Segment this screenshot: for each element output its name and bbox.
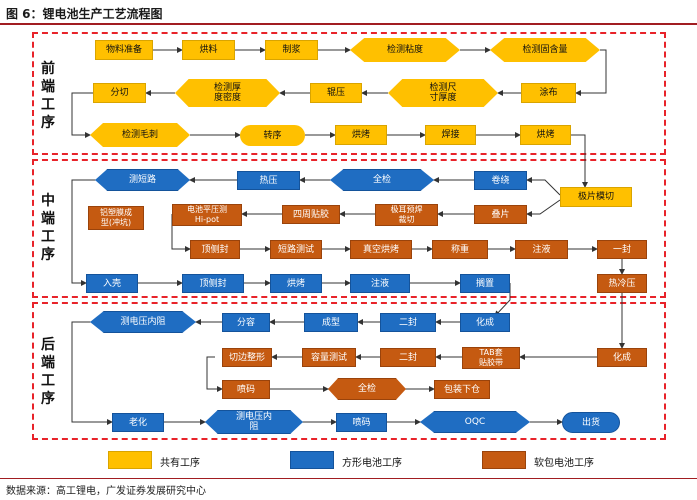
- four-side-tape-step: 四周贴胶: [282, 205, 340, 224]
- winding-step: 卷绕: [474, 171, 527, 190]
- front-end-label: 前 端 工 序: [41, 61, 55, 131]
- second-seal-square-step: 二封: [380, 313, 436, 332]
- hot-press-step: 热压: [237, 171, 300, 190]
- oqc-step: OQC: [420, 411, 530, 433]
- electrolyte-fill-soft-step: 注液: [515, 240, 568, 259]
- capacity-test-step: 容量测试: [302, 348, 356, 367]
- back-end-section: [32, 302, 666, 440]
- front-end-section: [32, 32, 666, 155]
- first-seal-step: 一封: [597, 240, 647, 259]
- transfer-step: 转序: [240, 125, 305, 146]
- shipment-step: 出货: [562, 412, 620, 433]
- bake-front-2-step: 烘烤: [520, 125, 571, 145]
- legend-shared-label: 共有工序: [160, 458, 200, 469]
- baking-material-step: 烘料: [182, 40, 235, 60]
- middle-end-section: [32, 159, 666, 298]
- slurry-step: 制浆: [265, 40, 318, 60]
- top-side-seal-square-step: 顶侧封: [182, 274, 244, 293]
- resting-step: 搁置: [460, 274, 510, 293]
- shaping-step: 成型: [304, 313, 358, 332]
- thickness-density-test-step: 检测厚 度密度: [175, 79, 280, 107]
- middle-end-label: 中 端 工 序: [41, 193, 55, 263]
- inkjet-final-step: 喷码: [336, 413, 387, 432]
- electrolyte-fill-square-step: 注液: [350, 274, 410, 293]
- capacity-grading-step: 分容: [222, 313, 270, 332]
- legend-soft-swatch: [482, 451, 526, 469]
- voltage-resistance-test-step: 测电压内阻: [90, 311, 196, 333]
- source-divider: [0, 478, 697, 479]
- legend-square-swatch: [290, 451, 334, 469]
- bake-mid-step: 烘烤: [270, 274, 322, 293]
- full-check-mid-step: 全检: [330, 169, 434, 191]
- vacuum-bake-step: 真空烘烤: [350, 240, 412, 259]
- edge-trim-step: 切边整形: [222, 348, 272, 367]
- legend-square-label: 方形电池工序: [342, 458, 402, 469]
- inkjet-back-step: 喷码: [222, 380, 270, 399]
- formation-square-step: 化成: [460, 313, 510, 332]
- short-circuit-test-step: 短路测试: [270, 240, 322, 259]
- case-insert-step: 入壳: [86, 274, 138, 293]
- title-divider: [0, 23, 697, 25]
- solid-content-test-step: 检测固含量: [490, 38, 600, 62]
- aluminum-film-forming-step: 铝塑膜成 型(冲坑): [88, 206, 144, 230]
- tab-prewelding-step: 极耳预焊 裁切: [375, 204, 438, 226]
- tab-glue-step: TAB套 贴胶带: [462, 347, 520, 369]
- rolling-step: 辊压: [310, 83, 362, 103]
- voltage-insulation-test-step: 电池平压测 Hi-pot: [172, 204, 242, 226]
- top-side-seal-soft-step: 顶侧封: [190, 240, 240, 259]
- packing-step: 包装下仓: [434, 380, 490, 399]
- viscosity-test-step: 检测粘度: [350, 38, 460, 62]
- voltage-resistance-back-step: 测电压内 阻: [205, 410, 303, 434]
- second-seal-soft-step: 二封: [380, 348, 436, 367]
- short-test-mid-step: 测短路: [95, 169, 190, 191]
- slitting-step: 分切: [93, 83, 146, 103]
- full-check-back-step: 全检: [328, 378, 406, 400]
- burr-test-step: 检测毛刺: [90, 123, 190, 147]
- welding-step: 焊接: [425, 125, 476, 145]
- bake-front-1-step: 烘烤: [335, 125, 387, 145]
- hot-cold-press-step: 热冷压: [597, 274, 647, 293]
- legend-shared-swatch: [108, 451, 152, 469]
- source-note: 数据来源：高工锂电，广发证券发展研究中心: [6, 486, 206, 497]
- stacking-step: 叠片: [474, 205, 527, 224]
- formation-soft-step: 化成: [597, 348, 647, 367]
- material-prep-step: 物料准备: [95, 40, 153, 60]
- weighing-step: 称重: [432, 240, 488, 259]
- aging-step: 老化: [112, 413, 164, 432]
- back-end-label: 后 端 工 序: [41, 337, 55, 407]
- tab-die-cut-step: 极片模切: [560, 187, 632, 207]
- size-thickness-test-step: 检测尺 寸厚度: [388, 79, 498, 107]
- legend-soft-label: 软包电池工序: [534, 458, 594, 469]
- coating-step: 涂布: [521, 83, 576, 103]
- figure-title: 图 6：锂电池生产工艺流程图: [6, 7, 163, 21]
